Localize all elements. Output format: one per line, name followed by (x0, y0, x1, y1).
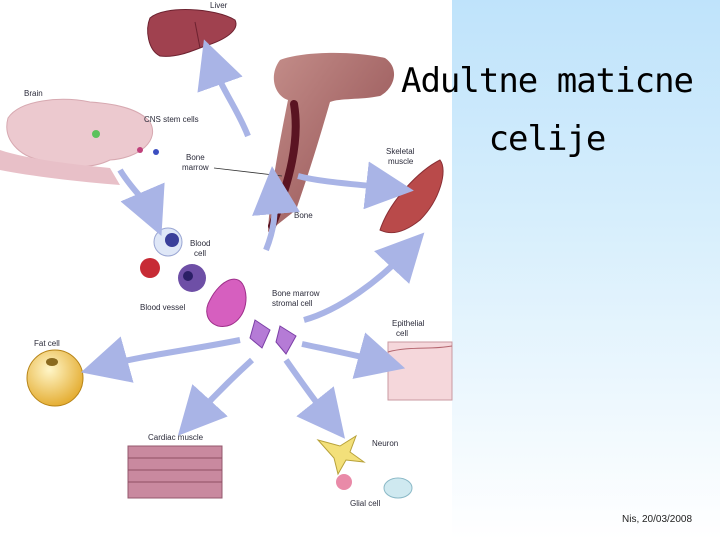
neuron-cells (316, 434, 413, 499)
glial-cell-label: Glial cell (350, 499, 380, 508)
slide-title: Adultne maticne celije (392, 52, 702, 168)
stem-cell-diagram: Liver Brain CNS stem cells Bone marrow B… (0, 1, 453, 508)
epithelial-label-1: Epithelial (392, 319, 425, 328)
neuron-label: Neuron (372, 439, 398, 448)
stromal-cell-label-1: Bone marrow (272, 289, 320, 298)
blood-vessel-label: Blood vessel (140, 303, 186, 312)
stromal-cell-label-2: stromal cell (272, 299, 313, 308)
blood-cells (140, 227, 206, 292)
stromal-cells (206, 278, 297, 355)
fat-cell-label: Fat cell (34, 339, 60, 348)
fat-cell (26, 349, 84, 407)
blood-cell-label-1: Blood (190, 239, 210, 248)
liver-organ (147, 9, 237, 57)
bone-label: Bone (294, 211, 313, 220)
brain-label: Brain (24, 89, 43, 98)
bone-structure (268, 52, 395, 233)
cardiac-muscle (127, 445, 223, 499)
bone-marrow-label-2: marrow (182, 163, 209, 172)
skeletal-muscle (379, 159, 444, 234)
footer-date: Nis, 20/03/2008 (622, 514, 693, 525)
liver-label: Liver (210, 1, 228, 10)
blood-cell-label-2: cell (194, 249, 206, 258)
epithelial-label-2: cell (396, 329, 408, 338)
slide-title-line-1: Adultne maticne (400, 61, 694, 101)
brain-organ (0, 98, 159, 185)
differentiation-arrows (80, 39, 425, 439)
slide-title-line-2: celije (488, 119, 607, 159)
epithelial-tissue (387, 341, 453, 401)
cardiac-muscle-label: Cardiac muscle (148, 433, 204, 442)
bone-marrow-label-1: Bone (186, 153, 205, 162)
cns-stem-cells-label: CNS stem cells (144, 115, 199, 124)
skeletal-muscle-label-1: Skeletal (386, 147, 415, 156)
bone-marrow-pointer (213, 167, 283, 177)
background-gradient-panel (452, 0, 720, 540)
